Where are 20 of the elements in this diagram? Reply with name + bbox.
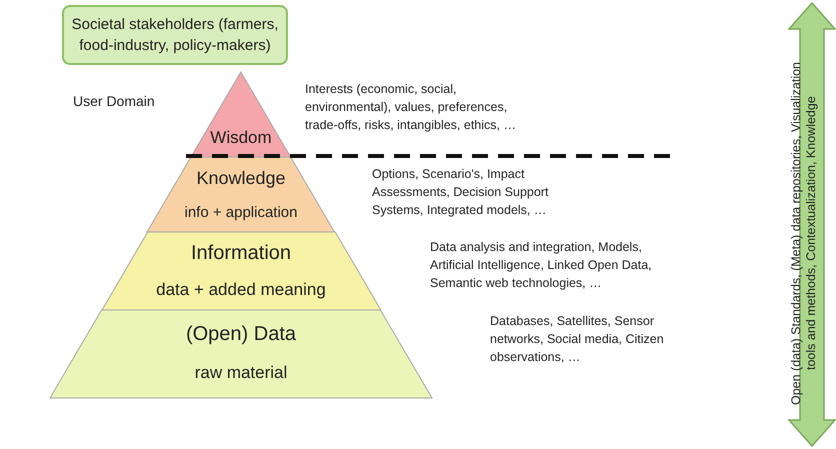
description-text: Options, Scenario's, Impact Assessments, Decision Support Systems, Integrated models, … (372, 166, 550, 219)
description-text: Interests (economic, social, environmental), values, preferences, trade-offs, risks, intangibles, ethics, … (305, 81, 517, 134)
pyramid-layer (147, 157, 335, 232)
layer-subtitle: data + added meaning (156, 280, 326, 300)
stakeholder-box (62, 5, 288, 65)
description-text: Data analysis and integration, Models, Artificial Intelligence, Linked Open Data, Semantic web technologies, … (430, 239, 653, 292)
double-arrow (789, 3, 835, 446)
layer-title: Information (190, 242, 292, 265)
layer-title: Knowledge (196, 168, 286, 190)
box-title: Societal stakeholders (farmers, food-industry, policy-makers) (70, 15, 280, 56)
description-text: Databases, Satellites, Sensor networks, Social media, Citizen observations, … (490, 313, 665, 366)
pyramid-layer (191, 72, 291, 157)
layer-subtitle: info + application (184, 204, 298, 221)
pyramid-layer (50, 310, 432, 398)
layer-subtitle: raw material (194, 363, 288, 384)
arrow-text: Open (data) Standards, (Meta) data repositories, Visualization tools and methods, Contextualization, Knowledge (789, 60, 819, 407)
layer-title: (Open) Data (186, 322, 296, 346)
layer-title: Wisdom (210, 128, 272, 148)
domain-label: User Domain (73, 92, 156, 110)
pyramid-layer (102, 232, 380, 310)
